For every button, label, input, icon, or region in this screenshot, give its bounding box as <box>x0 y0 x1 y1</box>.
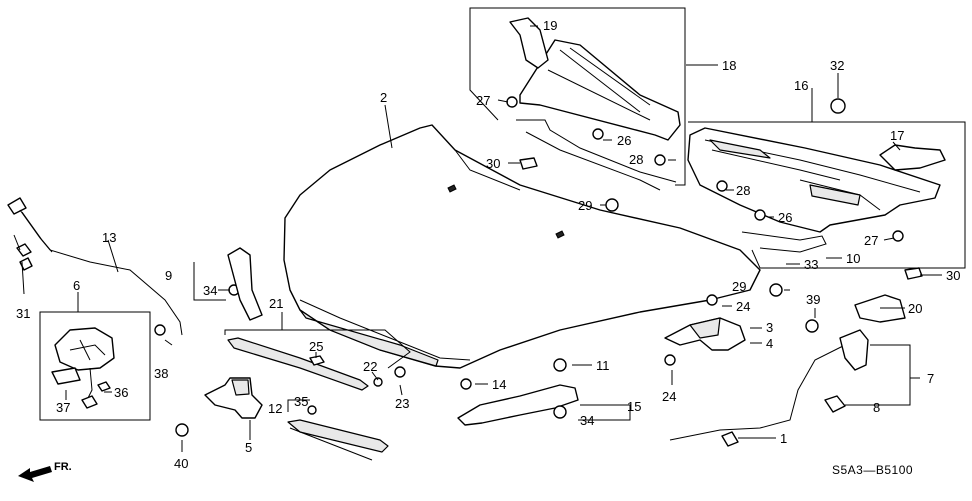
callout-34b: 34 <box>580 413 594 428</box>
callout-30a: 30 <box>486 156 500 171</box>
callout-29a: 29 <box>578 198 592 213</box>
callout-24a: 24 <box>736 299 750 314</box>
hood-hinge-right <box>664 317 746 351</box>
callout-28b: 28 <box>736 183 750 198</box>
callout-31: 31 <box>16 306 30 321</box>
callout-27a: 27 <box>476 93 490 108</box>
callout-19: 19 <box>543 18 557 33</box>
callout-10: 10 <box>846 251 860 266</box>
cowl-panel-group <box>687 121 966 269</box>
callout-14: 14 <box>492 377 506 392</box>
release-cable-right <box>669 294 906 447</box>
callout-28a: 28 <box>629 152 643 167</box>
callout-11: 11 <box>596 358 610 373</box>
callout-24b: 24 <box>662 389 676 404</box>
callout-26b: 26 <box>778 210 792 225</box>
release-cable-left <box>7 197 183 336</box>
callout-35: 35 <box>294 394 308 409</box>
cowl-top-group <box>469 7 686 191</box>
hood-stay-rod <box>287 419 389 461</box>
diagram-code: S5A3—B5100 <box>832 463 913 477</box>
leader-lines <box>13 25 942 452</box>
callout-37: 37 <box>56 400 70 415</box>
front-direction-label: FR. <box>54 461 72 473</box>
callout-18: 18 <box>722 58 736 73</box>
callout-7: 7 <box>927 371 934 386</box>
callout-15: 15 <box>627 399 641 414</box>
callout-36: 36 <box>114 385 128 400</box>
callout-26a: 26 <box>617 133 631 148</box>
hood-hinge-left <box>204 377 263 419</box>
hood-support-bracket <box>457 384 579 426</box>
callout-6: 6 <box>73 278 80 293</box>
callout-16: 16 <box>794 78 808 93</box>
callout-13: 13 <box>102 230 116 245</box>
front-direction-indicator: FR. <box>18 461 72 482</box>
callout-27b: 27 <box>864 233 878 248</box>
hood-seal-group <box>224 329 411 391</box>
callout-30b: 30 <box>946 268 960 283</box>
callout-20: 20 <box>908 301 922 316</box>
hood-latch-box <box>39 311 151 421</box>
callout-3: 3 <box>766 320 773 335</box>
callout-39: 39 <box>806 292 820 307</box>
fastener-parts <box>154 96 923 437</box>
callout-38: 38 <box>154 366 168 381</box>
callout-33: 33 <box>804 257 818 272</box>
callout-17: 17 <box>890 128 904 143</box>
front-arrow-icon <box>18 466 52 482</box>
callout-40: 40 <box>174 456 188 471</box>
callout-12: 12 <box>268 401 282 416</box>
callout-labels: 1 2 3 4 5 6 7 8 9 10 11 12 13 14 15 16 1… <box>16 18 960 471</box>
callout-29b: 29 <box>732 279 746 294</box>
callout-32: 32 <box>830 58 844 73</box>
callout-34a: 34 <box>203 283 217 298</box>
callout-2: 2 <box>380 90 387 105</box>
callout-8: 8 <box>873 400 880 415</box>
callout-25: 25 <box>309 339 323 354</box>
callout-5: 5 <box>245 440 252 455</box>
callout-1: 1 <box>780 431 787 446</box>
callout-23: 23 <box>395 396 409 411</box>
callout-21: 21 <box>269 296 283 311</box>
callout-9: 9 <box>165 268 172 283</box>
callout-22: 22 <box>363 359 377 374</box>
callout-4: 4 <box>766 336 773 351</box>
